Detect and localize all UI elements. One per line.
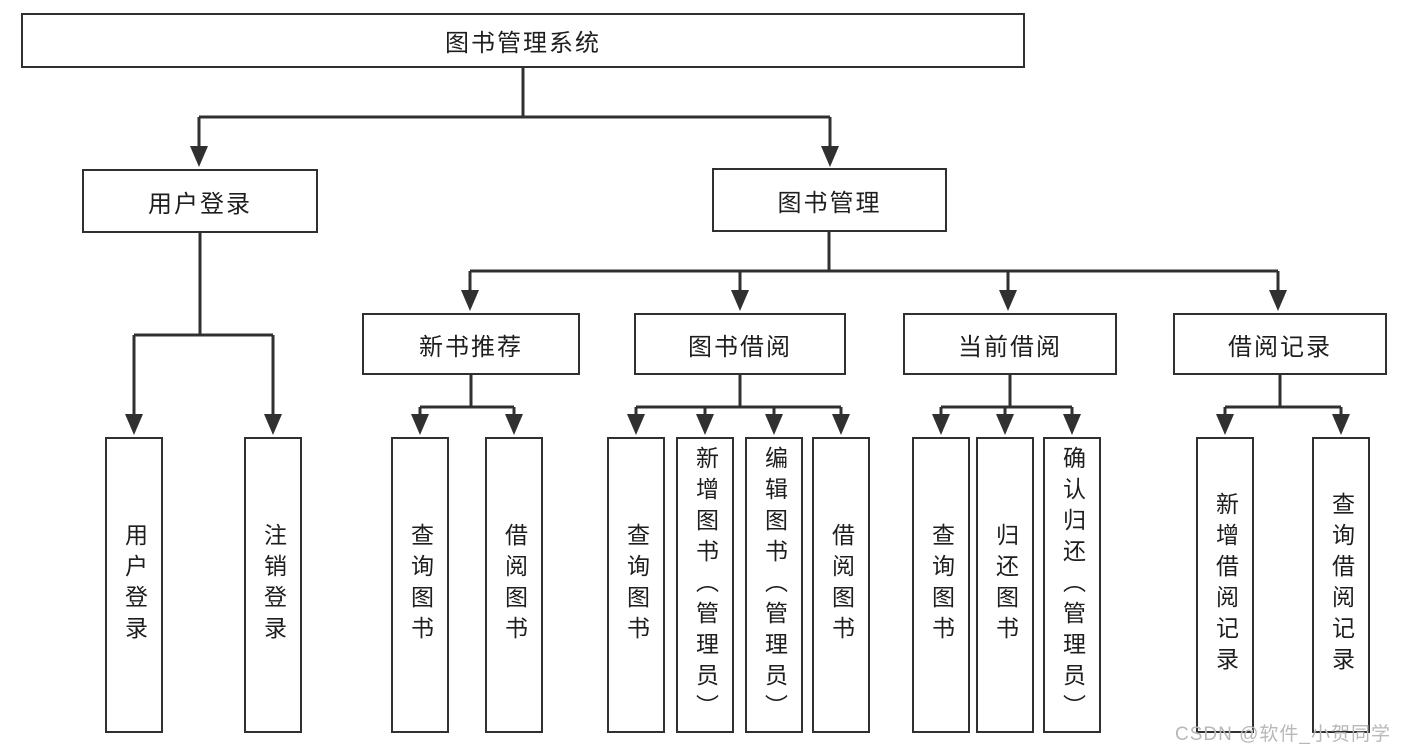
leaf-borrow-borrow-books-label: 借阅图书 — [828, 523, 855, 647]
connector-book-borrow-children — [634, 375, 843, 416]
node-user-login: 用户登录 — [82, 169, 318, 233]
connector-new-book-recommend-children — [418, 375, 516, 416]
node-borrow-record: 借阅记录 — [1173, 313, 1387, 375]
node-root-label: 图书管理系统 — [445, 30, 601, 57]
leaf-borrow-borrow-books: 借阅图书 — [812, 437, 870, 733]
arrowhead-down-icon — [765, 414, 783, 435]
leaf-borrow-query-books-label: 查询图书 — [623, 523, 650, 647]
leaf-record-query-borrow-record: 查询借阅记录 — [1312, 437, 1370, 733]
leaf-record-add-borrow-record: 新增借阅记录 — [1196, 437, 1254, 733]
connector-current-borrow-children — [939, 375, 1074, 416]
leaf-recommend-query-books-label: 查询图书 — [407, 523, 434, 647]
leaf-current-confirm-return-admin: 确认归还（管理员） — [1043, 437, 1101, 733]
csdn-watermark: CSDN @软件_小贺同学 — [1175, 724, 1391, 745]
arrowhead-down-icon — [996, 414, 1014, 435]
node-book-mgmt-label: 图书管理 — [777, 189, 882, 217]
arrowhead-down-icon — [821, 146, 839, 167]
leaf-user-login-label: 用户登录 — [121, 523, 148, 647]
leaf-user-login: 用户登录 — [105, 437, 163, 733]
arrowhead-down-icon — [932, 414, 950, 435]
arrowhead-down-icon — [999, 290, 1017, 311]
node-current-borrow-label: 当前借阅 — [958, 333, 1062, 361]
arrowhead-down-icon — [1332, 414, 1350, 435]
leaf-borrow-edit-books-admin: 编辑图书（管理员） — [745, 437, 803, 733]
node-book-borrow: 图书借阅 — [634, 313, 846, 375]
leaf-record-add-borrow-record-label: 新增借阅记录 — [1212, 492, 1239, 678]
arrowhead-down-icon — [461, 290, 479, 311]
arrowhead-down-icon — [1063, 414, 1081, 435]
leaf-current-return-books-label: 归还图书 — [992, 523, 1019, 647]
node-new-book-recommend: 新书推荐 — [362, 313, 580, 375]
node-user-login-label: 用户登录 — [148, 190, 252, 218]
leaf-current-query-books-label: 查询图书 — [928, 523, 955, 647]
arrowhead-down-icon — [731, 290, 749, 311]
leaf-recommend-borrow-books-label: 借阅图书 — [501, 523, 528, 647]
node-book-borrow-label: 图书借阅 — [688, 333, 792, 361]
arrowhead-down-icon — [1216, 414, 1234, 435]
node-new-book-recommend-label: 新书推荐 — [419, 333, 523, 361]
leaf-borrow-query-books: 查询图书 — [607, 437, 665, 733]
leaf-logout: 注销登录 — [244, 437, 302, 733]
leaf-current-query-books: 查询图书 — [912, 437, 970, 733]
connector-root-to-level2 — [197, 68, 832, 148]
arrowhead-down-icon — [696, 414, 714, 435]
connector-borrow-record-children — [1223, 375, 1343, 416]
leaf-recommend-query-books: 查询图书 — [391, 437, 449, 733]
arrowhead-down-icon — [1269, 290, 1287, 311]
connector-user-login-children — [132, 233, 275, 416]
leaf-recommend-borrow-books: 借阅图书 — [485, 437, 543, 733]
leaf-current-confirm-return-admin-label: 确认归还（管理员） — [1059, 445, 1086, 725]
node-current-borrow: 当前借阅 — [903, 313, 1117, 375]
arrowhead-down-icon — [411, 414, 429, 435]
leaf-borrow-edit-books-admin-label: 编辑图书（管理员） — [761, 445, 788, 725]
arrowhead-down-icon — [264, 414, 282, 435]
leaf-logout-label: 注销登录 — [260, 523, 287, 647]
arrowhead-down-icon — [832, 414, 850, 435]
leaf-borrow-add-books-admin-label: 新增图书（管理员） — [692, 445, 719, 725]
arrowhead-down-icon — [505, 414, 523, 435]
node-borrow-record-label: 借阅记录 — [1228, 333, 1332, 361]
arrowhead-down-icon — [125, 414, 143, 435]
leaf-current-return-books: 归还图书 — [976, 437, 1034, 733]
leaf-borrow-add-books-admin: 新增图书（管理员） — [676, 437, 734, 733]
leaf-record-query-borrow-record-label: 查询借阅记录 — [1328, 492, 1355, 678]
node-root: 图书管理系统 — [21, 13, 1025, 68]
node-book-mgmt: 图书管理 — [712, 168, 947, 232]
connector-book-mgmt-to-level3 — [468, 232, 1280, 292]
arrowhead-down-icon — [627, 414, 645, 435]
arrowhead-down-icon — [190, 146, 208, 167]
